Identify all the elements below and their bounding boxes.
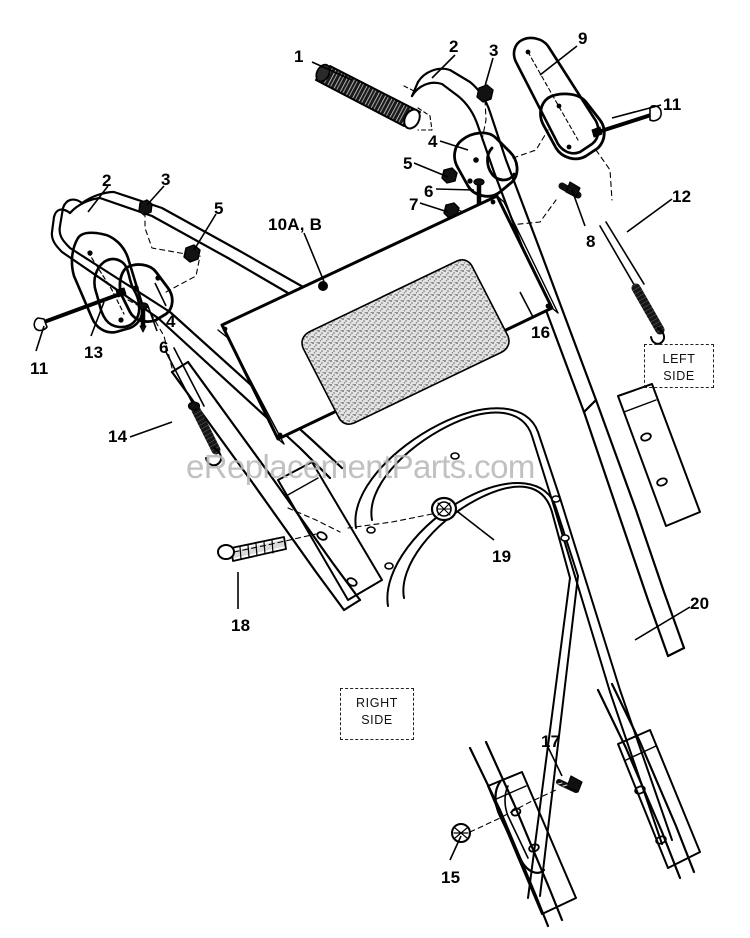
callout-13-leader xyxy=(90,301,105,337)
callout-leader-lines xyxy=(35,45,691,861)
bolt-18 xyxy=(217,536,288,562)
callout-18: 18 xyxy=(231,616,251,635)
callout-3t: 3 xyxy=(489,41,499,60)
knob-19-dashed-line xyxy=(347,513,433,529)
left-nut-5 xyxy=(183,244,201,263)
callout-1: 1 xyxy=(294,47,304,66)
lower-arm-20 xyxy=(596,682,696,880)
decal-leader-dot xyxy=(318,281,328,291)
callout-6t-leader xyxy=(435,188,475,191)
callout-12: 12 xyxy=(672,187,692,206)
callout-10ab-leader xyxy=(303,232,326,285)
callout-6l-leader xyxy=(147,305,158,332)
callout-6l: 6 xyxy=(159,338,169,357)
side-label-line-2: SIDE xyxy=(361,713,393,728)
callout-16: 16 xyxy=(531,323,551,342)
left-bracket-plate-13-inner xyxy=(87,251,125,315)
callout-4t-leader xyxy=(439,140,469,151)
callout-4l-leader xyxy=(154,282,167,307)
callout-12-leader xyxy=(626,198,673,233)
side-label-line-1: LEFT xyxy=(662,352,696,366)
callout-11l-leader xyxy=(35,325,45,352)
callout-17: 17 xyxy=(541,732,561,751)
lever-9-clamp xyxy=(539,92,606,161)
callout-20: 20 xyxy=(690,594,710,613)
spring-assembly-14 xyxy=(165,347,223,467)
bolt-17 xyxy=(556,775,583,793)
callout-2l-leader xyxy=(87,185,109,213)
side-label-right-side: RIGHT SIDE xyxy=(340,688,414,740)
callout-11r-leader xyxy=(611,104,662,119)
callout-7-leader xyxy=(419,202,449,213)
left-upper-handle-bar xyxy=(50,190,344,480)
callout-16-leader xyxy=(519,291,534,318)
callout-3l-leader xyxy=(146,185,165,206)
callout-15-leader xyxy=(449,835,462,861)
callout-9-leader xyxy=(539,45,578,76)
callout-5t: 5 xyxy=(403,154,413,173)
callout-2l: 2 xyxy=(102,171,112,190)
callout-4t: 4 xyxy=(428,132,438,151)
callout-7: 7 xyxy=(409,195,419,214)
callout-13: 13 xyxy=(84,343,104,362)
callout-5l: 5 xyxy=(214,199,224,218)
callout-17-leader xyxy=(546,744,563,777)
side-label-line-2: SIDE xyxy=(663,369,695,384)
center-loop-handle-outer xyxy=(354,407,673,845)
callout-6t: 6 xyxy=(424,182,434,201)
nut-15 xyxy=(451,823,471,843)
center-loop-handle-inner xyxy=(386,482,579,899)
callout-19-leader xyxy=(457,511,495,541)
callout-3t-leader xyxy=(484,57,494,87)
bracket-hole-dot xyxy=(87,250,93,256)
loop-rivets xyxy=(366,452,570,570)
callout-3l: 3 xyxy=(161,170,171,189)
lever-9 xyxy=(512,36,600,155)
lower-arm-20-end-plate xyxy=(617,729,701,869)
callout-10ab: 10A, B xyxy=(268,215,323,234)
lower-arm-left-end-plate xyxy=(487,771,577,915)
lower-clamp-dashed-lines xyxy=(469,789,557,833)
callout-19: 19 xyxy=(492,547,512,566)
callout-4l: 4 xyxy=(166,312,176,331)
callout-5l-leader xyxy=(193,213,217,251)
callout-2t: 2 xyxy=(449,37,459,56)
callout-8: 8 xyxy=(586,232,596,251)
handle-grip-1 xyxy=(315,63,421,130)
left-side-lower-handle-tube xyxy=(582,398,686,658)
right-side-tube-end-plate xyxy=(277,461,383,601)
top-clamp-block-4 xyxy=(453,131,519,198)
side-label-line-1: RIGHT xyxy=(356,696,398,710)
callout-15: 15 xyxy=(441,868,461,887)
panel-decal-10ab xyxy=(301,259,510,425)
bolt-8 xyxy=(558,181,582,199)
left-clamp-13b xyxy=(93,257,141,329)
bracket-hole-dot xyxy=(118,317,124,323)
callout-14-leader xyxy=(129,421,173,438)
callout-14: 14 xyxy=(108,427,128,446)
callout-11r: 11 xyxy=(663,95,682,114)
spring-assembly-12 xyxy=(599,221,666,345)
callout-8-leader xyxy=(571,189,586,227)
callout-2t-leader xyxy=(431,54,456,79)
knob-19 xyxy=(430,496,458,522)
callout-5t-leader xyxy=(413,162,449,178)
lever-9-inner xyxy=(527,51,579,141)
right-bolt-11 xyxy=(591,105,662,138)
right-upper-handle-bar xyxy=(410,67,598,414)
callout-11l: 11 xyxy=(30,359,49,378)
callout-9: 9 xyxy=(578,29,588,48)
left-side-tube-end-plate xyxy=(617,383,701,527)
side-label-left-side: LEFT SIDE xyxy=(644,344,714,388)
left-assembly-dashed-lines xyxy=(127,211,201,369)
top-nut-5 xyxy=(441,167,458,184)
callout-1-leader xyxy=(311,61,353,81)
misc-dashed-lines xyxy=(233,507,341,553)
lower-arm-clamp-bracket xyxy=(494,780,546,874)
callout-20-leader xyxy=(634,606,691,641)
top-nut-3 xyxy=(476,84,494,103)
